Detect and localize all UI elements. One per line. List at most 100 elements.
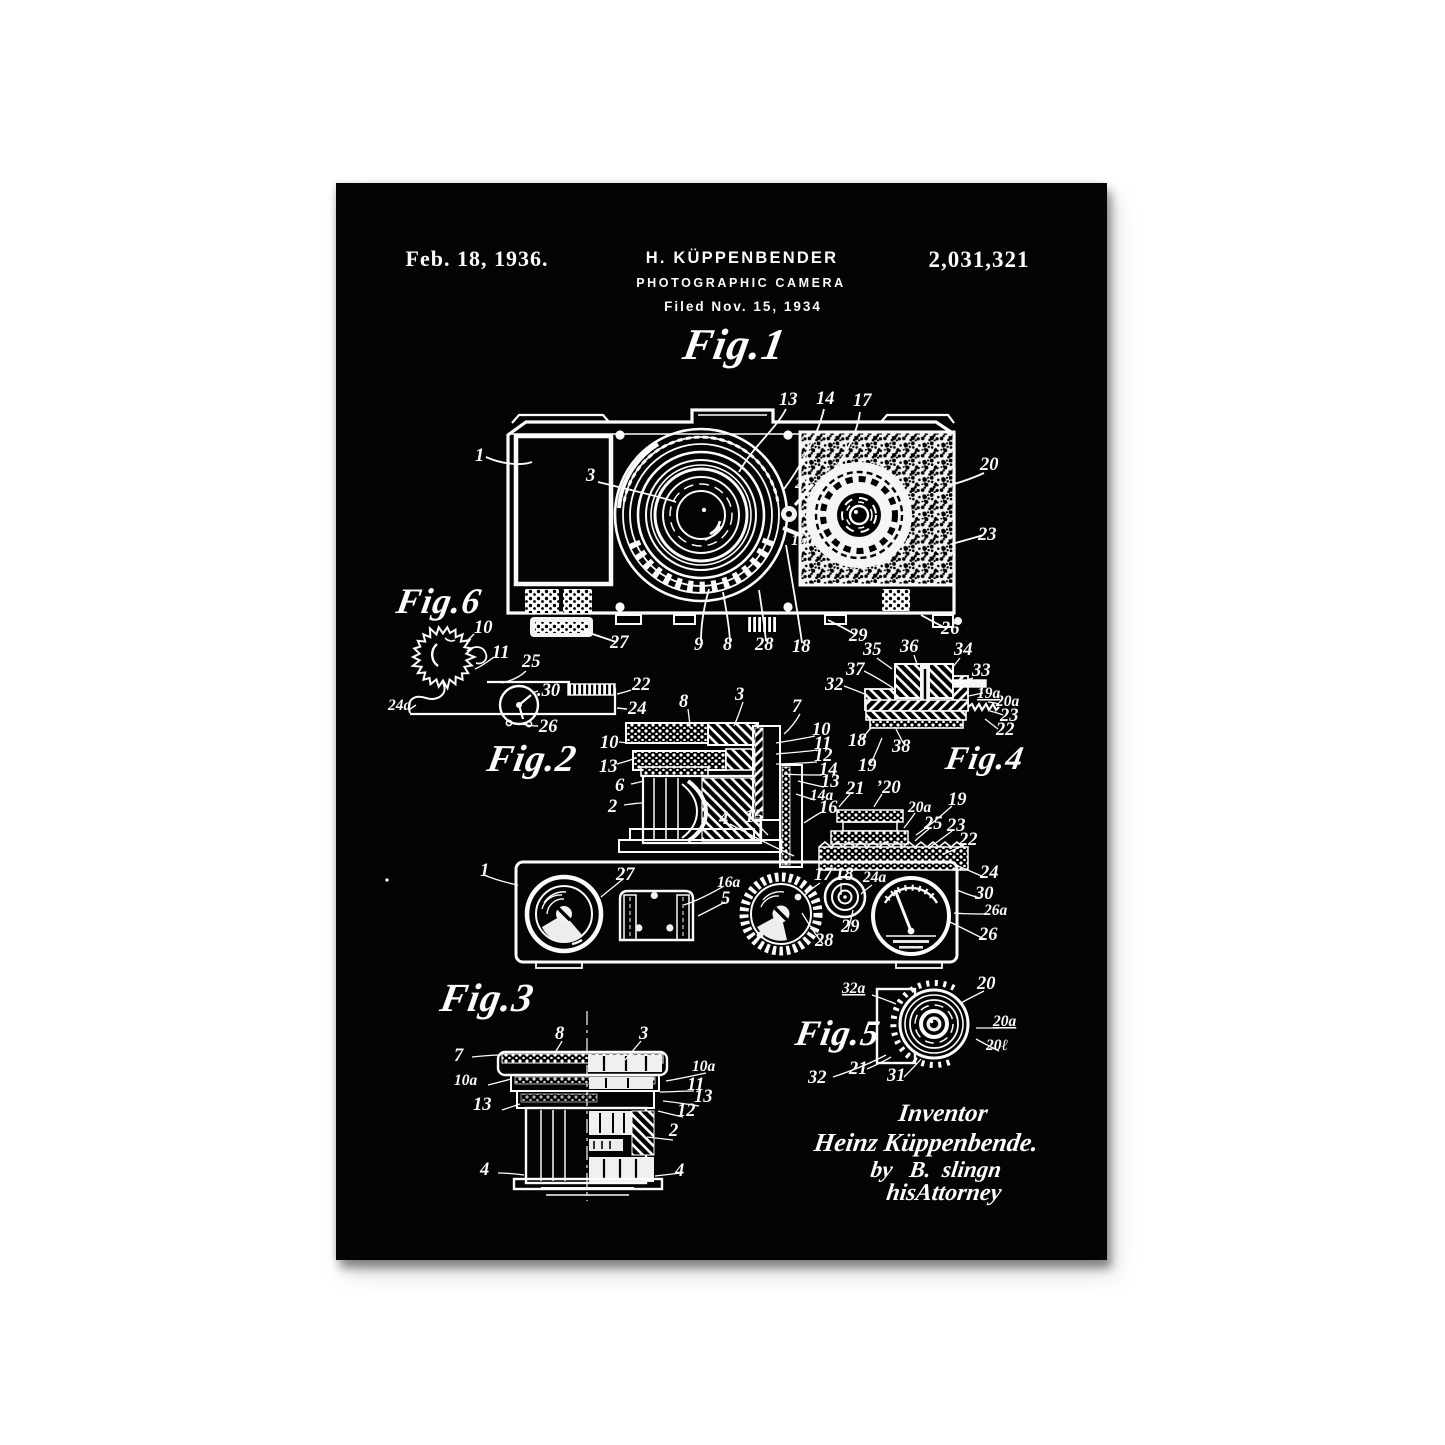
svg-text:36: 36 — [899, 637, 919, 657]
svg-text:7: 7 — [454, 1046, 464, 1066]
svg-text:10: 10 — [474, 618, 493, 638]
svg-text:Fig.1: Fig.1 — [678, 319, 789, 369]
svg-text:2: 2 — [607, 797, 617, 817]
svg-text:13: 13 — [694, 1087, 713, 1107]
svg-text:14: 14 — [819, 760, 838, 780]
svg-text:10: 10 — [600, 733, 619, 753]
svg-text:8: 8 — [723, 635, 732, 655]
svg-text:14: 14 — [816, 389, 835, 409]
svg-text:by B. slingn: by B. slingn — [869, 1156, 1003, 1182]
svg-text:32a: 32a — [841, 980, 866, 997]
svg-text:17: 17 — [814, 865, 833, 885]
svg-text:27: 27 — [609, 633, 629, 653]
svg-text:23: 23 — [999, 706, 1019, 726]
svg-text:20ℓ: 20ℓ — [985, 1037, 1008, 1054]
svg-text:11: 11 — [814, 734, 831, 754]
svg-text:8: 8 — [555, 1024, 564, 1044]
svg-text:5: 5 — [721, 889, 730, 909]
svg-text:19: 19 — [948, 790, 967, 810]
svg-text:23: 23 — [946, 816, 966, 836]
svg-text:Fig.4: Fig.4 — [942, 740, 1027, 777]
svg-text:16a: 16a — [791, 532, 815, 549]
svg-text:24: 24 — [979, 863, 999, 883]
svg-text:20a: 20a — [995, 693, 1020, 710]
svg-text:24a: 24a — [387, 697, 412, 714]
svg-text:17: 17 — [853, 391, 872, 411]
svg-text:13: 13 — [473, 1095, 492, 1115]
svg-text:33: 33 — [971, 661, 991, 681]
svg-text:26: 26 — [538, 717, 558, 737]
svg-text:30: 30 — [974, 884, 994, 904]
svg-text:38: 38 — [891, 737, 911, 757]
svg-text:2,031,321: 2,031,321 — [929, 247, 1030, 272]
svg-text:28: 28 — [814, 931, 834, 951]
svg-text:4: 4 — [718, 809, 728, 829]
svg-text:3: 3 — [734, 685, 744, 705]
svg-text:3: 3 — [585, 466, 595, 486]
svg-text:32: 32 — [824, 675, 844, 695]
svg-text:32: 32 — [807, 1068, 827, 1088]
svg-text:11: 11 — [492, 643, 509, 663]
svg-text:Filed Nov. 15, 1934: Filed Nov. 15, 1934 — [664, 299, 822, 314]
svg-text:19a: 19a — [977, 685, 1001, 702]
svg-text:16a: 16a — [717, 874, 741, 891]
svg-text:26: 26 — [940, 619, 960, 639]
svg-text:13: 13 — [779, 390, 798, 410]
svg-text:29: 29 — [840, 917, 860, 937]
svg-text:24: 24 — [627, 699, 647, 719]
svg-text:Fig.6: Fig.6 — [393, 581, 485, 621]
svg-text:34: 34 — [953, 640, 973, 660]
svg-text:21: 21 — [845, 779, 865, 799]
svg-text:22: 22 — [995, 720, 1015, 740]
svg-text:1: 1 — [480, 861, 489, 881]
svg-text:19: 19 — [858, 756, 877, 776]
svg-text:16: 16 — [819, 798, 838, 818]
svg-text:Inventor: Inventor — [896, 1100, 990, 1127]
svg-text:22: 22 — [958, 830, 978, 850]
svg-text:10a: 10a — [454, 1072, 478, 1089]
svg-text:7: 7 — [792, 697, 802, 717]
svg-text:6: 6 — [615, 776, 625, 796]
svg-text:20a: 20a — [907, 799, 932, 816]
svg-text:13: 13 — [599, 757, 618, 777]
svg-text:20: 20 — [976, 974, 996, 994]
svg-text:18: 18 — [835, 865, 854, 885]
svg-text:1: 1 — [475, 446, 484, 466]
svg-text:4: 4 — [674, 1161, 684, 1181]
svg-text:18: 18 — [848, 731, 867, 751]
svg-text:29: 29 — [848, 626, 868, 646]
svg-text:25: 25 — [521, 652, 541, 672]
svg-text:31: 31 — [886, 1066, 906, 1086]
svg-text:28: 28 — [754, 635, 774, 655]
svg-text:10a: 10a — [692, 1058, 716, 1075]
svg-text:4: 4 — [479, 1160, 489, 1180]
svg-text:13: 13 — [821, 772, 840, 792]
svg-text:’20: ’20 — [876, 778, 901, 798]
svg-text:15: 15 — [745, 807, 764, 827]
svg-text:23: 23 — [977, 525, 997, 545]
svg-text:Fig.2: Fig.2 — [483, 738, 580, 780]
svg-text:14a: 14a — [810, 787, 834, 804]
svg-text:18: 18 — [792, 637, 811, 657]
svg-text:PHOTOGRAPHIC CAMERA: PHOTOGRAPHIC CAMERA — [636, 276, 846, 290]
svg-text:hisAttorney: hisAttorney — [885, 1180, 1004, 1206]
svg-text:Heinz Küppenbende.: Heinz Küppenbende. — [811, 1128, 1040, 1157]
svg-text:26a: 26a — [983, 902, 1008, 919]
svg-text:3: 3 — [638, 1024, 648, 1044]
svg-text:Feb. 18, 1936.: Feb. 18, 1936. — [406, 246, 549, 271]
svg-text:10: 10 — [812, 720, 831, 740]
svg-text:26: 26 — [978, 925, 998, 945]
svg-text:20a: 20a — [992, 1013, 1017, 1030]
svg-text:22: 22 — [631, 675, 651, 695]
svg-text:8: 8 — [679, 692, 688, 712]
svg-text:Fig.3: Fig.3 — [436, 975, 538, 1020]
svg-text:2: 2 — [668, 1121, 678, 1141]
svg-text:12: 12 — [814, 746, 833, 766]
svg-text:24a: 24a — [862, 869, 887, 886]
svg-text:.30: .30 — [537, 681, 560, 701]
svg-text:25: 25 — [923, 814, 943, 834]
svg-text:21: 21 — [794, 475, 811, 492]
svg-text:35: 35 — [862, 640, 882, 660]
svg-text:21: 21 — [848, 1059, 868, 1079]
svg-text:12: 12 — [677, 1101, 696, 1121]
